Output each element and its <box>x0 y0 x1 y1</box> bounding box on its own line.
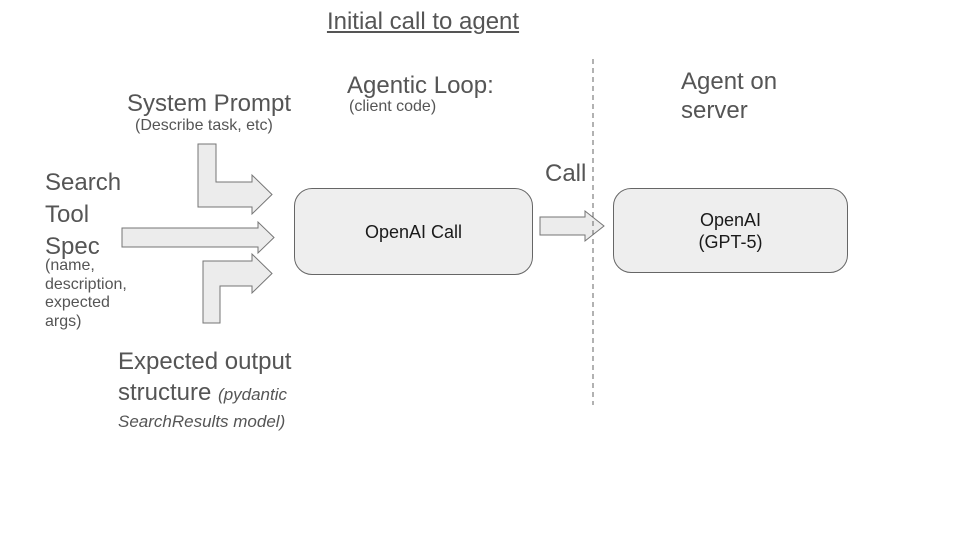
system-prompt-arrow <box>197 143 273 216</box>
expected-output-label: Expected output structure (pydantic Sear… <box>118 347 323 436</box>
search-tool-spec-arrow <box>121 220 275 255</box>
diagram-title: Initial call to agent <box>326 8 520 35</box>
agent-on-server-label: Agent on server <box>681 68 778 124</box>
search-tool-spec-label: Search Tool Spec <box>45 169 122 260</box>
search-tool-spec-note: (name, description, expected args) <box>45 257 127 330</box>
agentic-loop-note: (client code) <box>349 98 437 115</box>
openai-call-node: OpenAI Call <box>294 188 533 275</box>
expected-output-arrow <box>202 252 273 324</box>
call-label: Call <box>545 160 587 187</box>
system-prompt-note: (Describe task, etc) <box>135 117 273 134</box>
system-prompt-label: System Prompt <box>127 90 292 117</box>
expected-output-main: Expected output structure <box>118 348 292 406</box>
openai-gpt5-node: OpenAI (GPT-5) <box>613 188 848 273</box>
openai-gpt5-node-label-line1: OpenAI <box>699 209 762 230</box>
expected-output-note: (pydantic SearchResults model) <box>118 385 288 431</box>
openai-gpt5-node-label-line2: (GPT-5) <box>698 231 763 252</box>
openai-call-node-label: OpenAI Call <box>364 221 463 242</box>
agentic-loop-label: Agentic Loop: <box>347 72 494 99</box>
call-arrow <box>539 209 605 243</box>
